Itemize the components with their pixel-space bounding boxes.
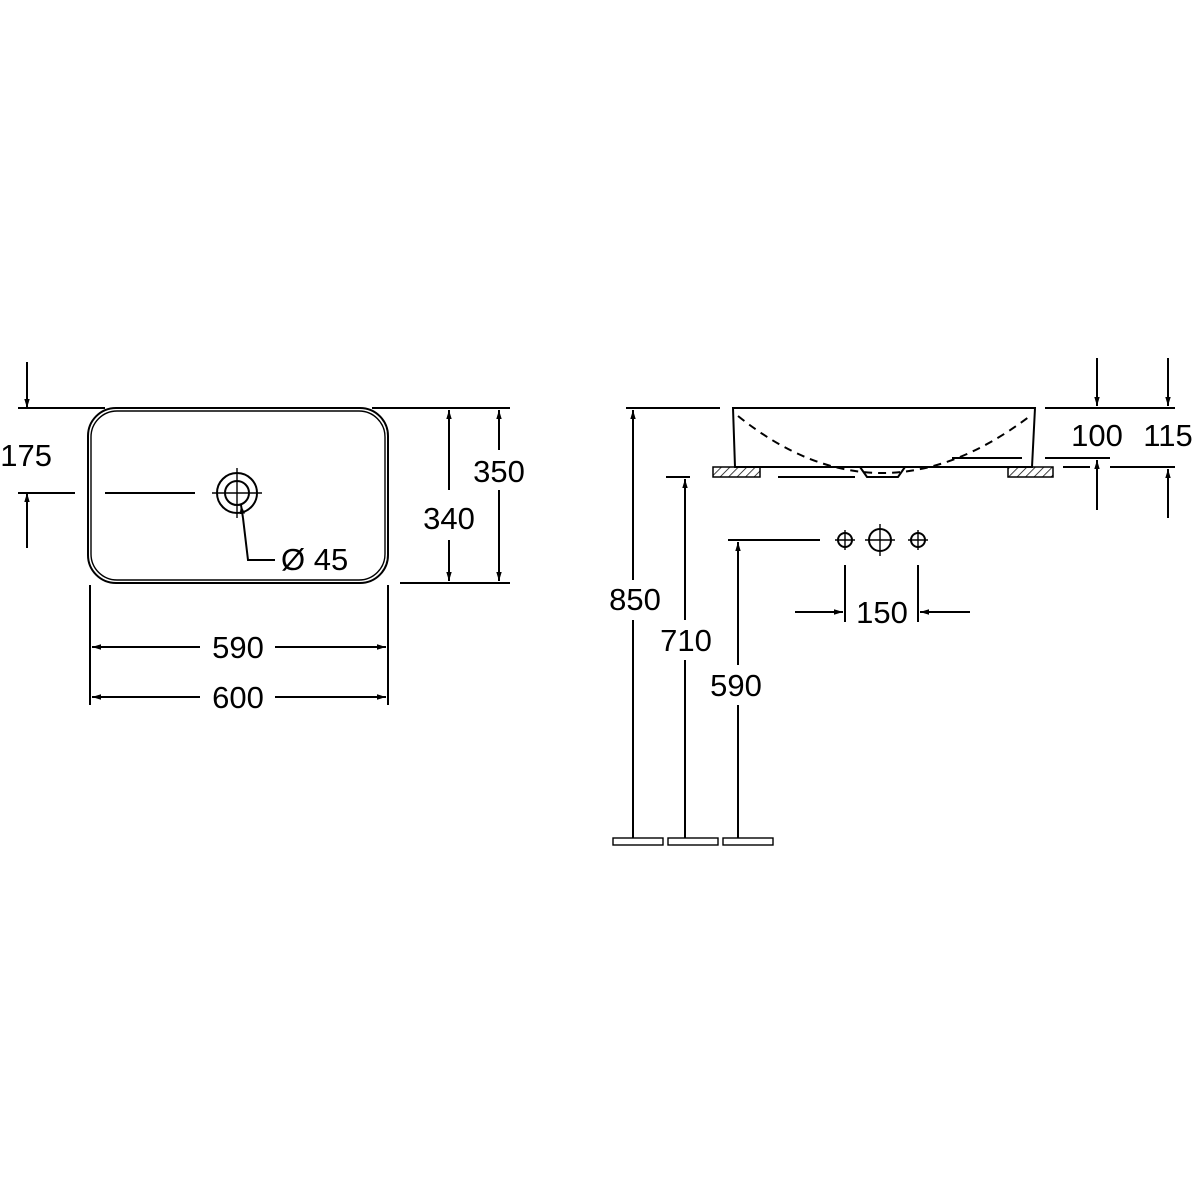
dim-175: 175 [0,438,52,473]
countertop-section-right [1007,466,1054,478]
dim-100: 100 [1071,418,1123,453]
dim-115: 115 [1143,418,1192,453]
dim-590-height: 590 [710,668,762,703]
basin-bowl-hidden-line [737,415,1031,474]
dim-340: 340 [423,501,475,536]
floor-plate [722,837,774,846]
dim-600-width: 600 [212,680,264,715]
dim-850: 850 [609,582,661,617]
dim-drain-diameter: Ø 45 [281,542,348,577]
dim-590-width: 590 [212,630,264,665]
tap-holes [835,524,928,556]
basin-outline [87,407,389,584]
countertop-section-left [712,466,761,478]
floor-plate [612,837,664,846]
floor-plate [667,837,719,846]
dim-350: 350 [473,454,525,489]
drain-leader [242,517,275,561]
drain-outlet [859,466,906,478]
dim-150: 150 [856,595,908,630]
top-view: 175 Ø 45 340 350 590 600 [0,362,525,715]
side-view: 850 710 590 150 100 115 [609,358,1193,846]
dim-710: 710 [660,623,712,658]
drain-hole [212,468,262,518]
basin-inner-outline [90,410,386,581]
